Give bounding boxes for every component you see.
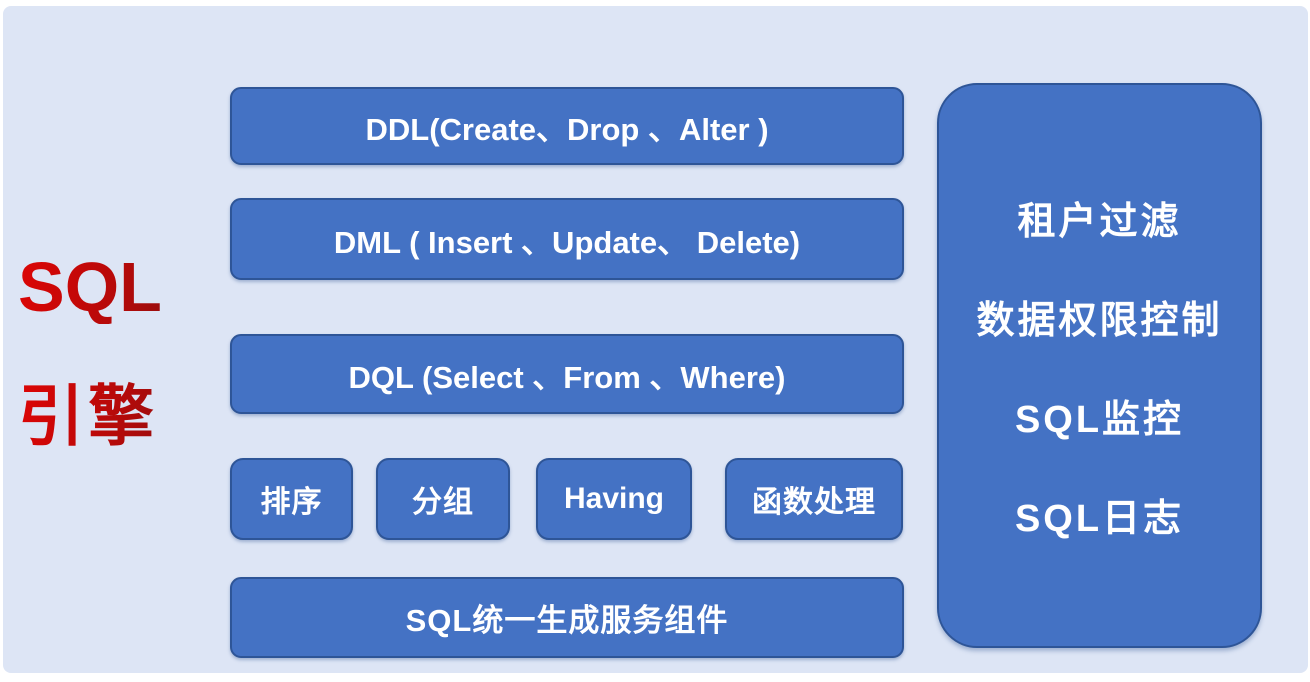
- ddl-box-label: DDL(Create、Drop 、Alter ): [365, 111, 769, 147]
- dml-box-label: DML ( Insert 、Update、 Delete): [333, 224, 801, 260]
- dql-box: DQL (Select 、From 、Where): [230, 334, 904, 414]
- title-line-engine: 引擎: [18, 380, 228, 452]
- clause-box-group: 分组: [376, 458, 510, 540]
- clause-box-sort-label: 排序: [260, 486, 323, 519]
- title-line-sql: SQL: [18, 250, 228, 324]
- sql-engine-title: SQL 引擎: [18, 250, 228, 452]
- clause-box-having-label: Having: [563, 482, 665, 515]
- panel-item-sql-log: SQL日志: [1014, 498, 1185, 540]
- clause-box-sort: 排序: [230, 458, 353, 540]
- clause-box-function-label: 函数处理: [752, 486, 876, 519]
- sql-service-box-label: SQL统一生成服务组件: [405, 603, 729, 638]
- panel-item-sql-monitor: SQL监控: [1014, 399, 1185, 441]
- governance-panel: 租户过滤 数据权限控制 SQL监控 SQL日志: [937, 83, 1262, 648]
- clause-box-having: Having: [536, 458, 692, 540]
- dql-box-label: DQL (Select 、From 、Where): [348, 359, 786, 395]
- panel-item-data-permission: 数据权限控制: [976, 300, 1223, 342]
- clause-box-function: 函数处理: [725, 458, 903, 540]
- sql-service-box: SQL统一生成服务组件: [230, 577, 904, 658]
- dml-box: DML ( Insert 、Update、 Delete): [230, 198, 904, 280]
- clause-box-group-label: 分组: [412, 486, 474, 519]
- ddl-box: DDL(Create、Drop 、Alter ): [230, 87, 904, 165]
- panel-item-tenant-filter: 租户过滤: [1017, 201, 1182, 243]
